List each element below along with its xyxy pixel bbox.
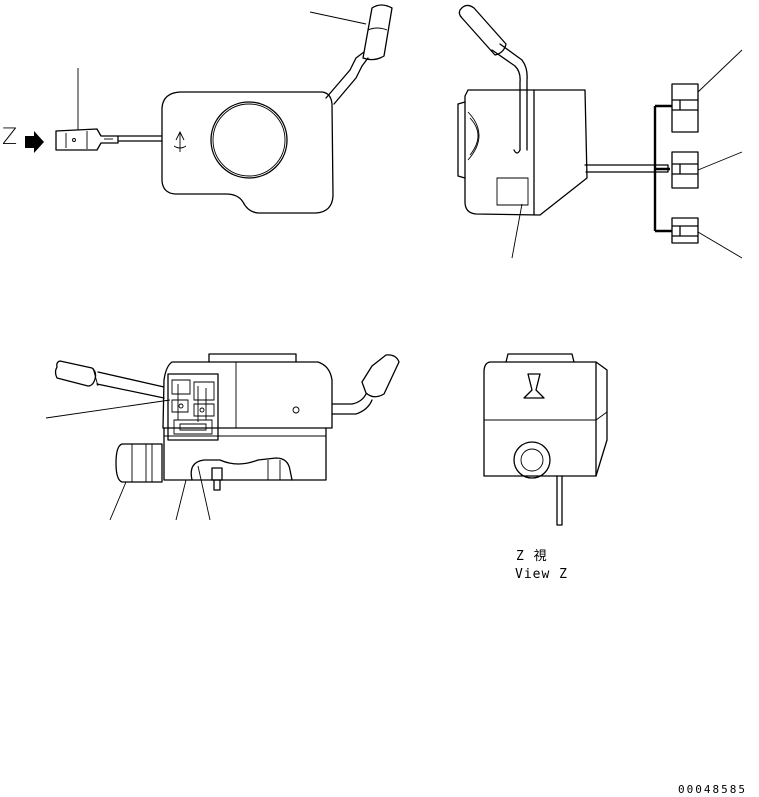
front-view [25,4,393,214]
drawing-number: 00048585 [678,783,747,796]
arrow-right-icon [25,131,44,153]
view-z [483,353,608,526]
side-view [457,4,743,259]
z-view-marker: Z [2,125,18,150]
view-z-caption-en: View Z [515,567,568,582]
view-z-caption-jp: Z 視 [516,549,548,564]
top-view [45,353,400,521]
